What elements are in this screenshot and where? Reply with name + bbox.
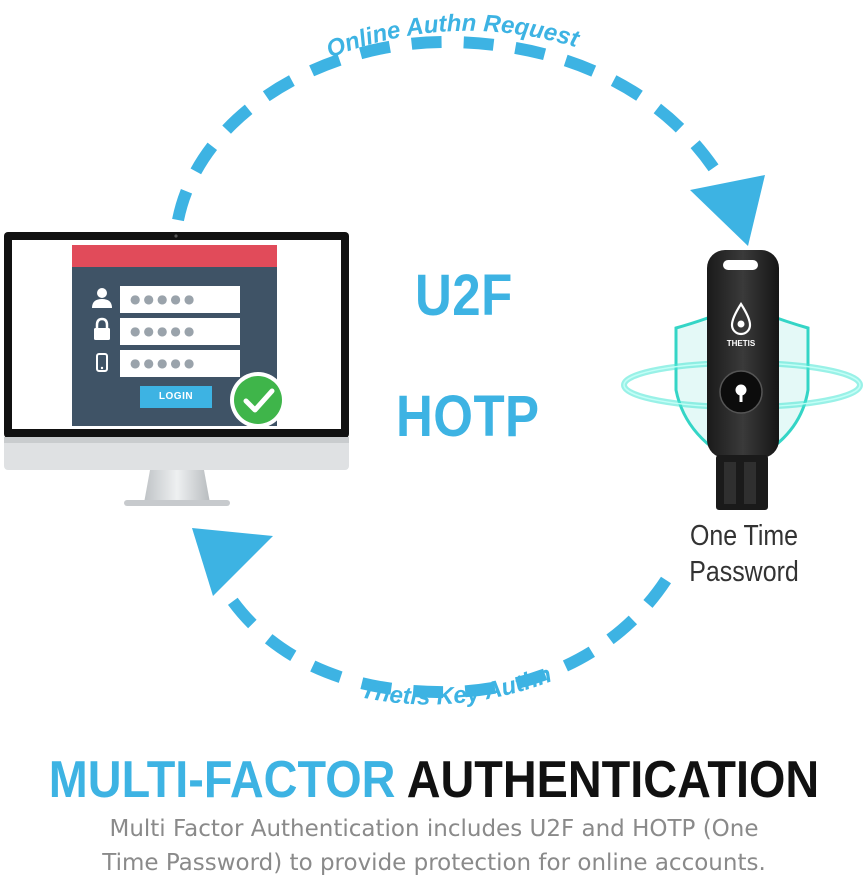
lock-icon — [94, 317, 110, 340]
page-title: MULTI-FACTOR AUTHENTICATION — [43, 750, 824, 810]
login-button[interactable]: LOGIN — [140, 386, 212, 408]
key-caption-line2: Password — [689, 556, 799, 588]
key-ring-hole — [723, 260, 758, 270]
monitor-chin — [4, 437, 349, 470]
top-dashed-arc — [172, 35, 741, 222]
phone-icon — [96, 353, 108, 372]
usb-connector — [716, 455, 768, 510]
subtitle: Multi Factor Authentication includes U2F… — [20, 812, 848, 880]
monitor-stand — [144, 470, 210, 503]
protocol-hotp: HOTP — [396, 384, 540, 449]
subtitle-line2: Time Password) to provide protection for… — [102, 850, 766, 876]
bottom-arrow-label-path: Thetis Key Authn — [359, 661, 555, 711]
top-arrowhead — [690, 175, 765, 246]
bottom-dashed-arc — [219, 576, 672, 699]
thetis-logo-icon — [730, 301, 752, 336]
protocol-u2f: U2F — [415, 263, 513, 328]
title-dark: AUTHENTICATION — [406, 751, 820, 809]
username-field[interactable]: ●●●●● — [120, 286, 240, 313]
key-caption: One Time Password — [655, 518, 834, 590]
checkmark-icon — [230, 372, 286, 428]
key-body — [707, 250, 779, 458]
bottom-arrowhead — [192, 528, 273, 596]
bottom-arrow-label: Thetis Key Authn — [359, 661, 555, 711]
key-caption-line1: One Time — [689, 520, 799, 552]
login-header-bar — [72, 245, 277, 267]
subtitle-line1: Multi Factor Authentication includes U2F… — [109, 816, 759, 842]
phone-field[interactable]: ●●●●● — [120, 350, 240, 377]
security-key: THETIS — [621, 250, 863, 510]
key-brand-label: THETIS — [727, 339, 756, 348]
title-accent: MULTI-FACTOR — [48, 751, 396, 809]
user-icon — [92, 288, 112, 308]
password-field[interactable]: ●●●●● — [120, 318, 240, 345]
